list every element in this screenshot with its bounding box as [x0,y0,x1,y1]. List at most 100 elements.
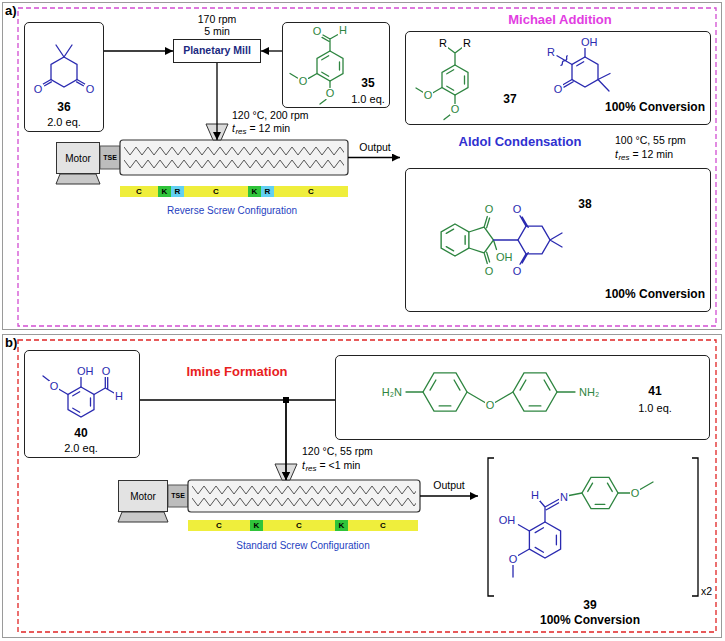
extruder-label: TSE [171,492,185,500]
flow-arrow [104,50,173,51]
screw-caption: Reverse Screw Configuration [167,205,297,216]
panel-dashed-border [18,8,716,326]
screw-element: K [335,520,348,531]
screw-element: R [171,186,184,197]
condition-note: x2 [701,586,712,598]
condition-note: t [232,123,235,135]
structure-38-indane [441,224,469,256]
atom-label: O [630,488,641,499]
condition-note: 120 °C, 200 rpm [232,110,309,122]
subscript-note: res [618,154,629,163]
atom-label: R [462,38,472,49]
screw-caption: Standard Screw Configuration [236,540,369,551]
atom-label: O [33,84,44,95]
compound-number: 41 [648,385,661,398]
subscript-note: res [305,465,316,474]
reagent-box: OHOOH402.0 eq. [24,350,140,458]
atom-label: O [485,400,496,411]
motor-box: Motor [118,480,168,512]
structure-35 [290,35,338,104]
atom-label: O [512,266,523,277]
screw-letter: C [380,522,386,530]
reagent-box: OHOO351.0 eq. [282,22,390,108]
screw-letter: C [216,522,222,530]
condition-note: 120 °C, 55 rpm [302,446,373,458]
motor-label: Motor [65,153,91,164]
structure-38-indane [441,217,496,264]
atom-label: O [85,84,96,95]
structure-38-dione [518,226,550,254]
structure-37-dione [572,57,598,87]
atom-label: OH [495,252,514,263]
structure-36 [51,57,77,87]
screw-letter: R [175,188,181,196]
structure-35 [317,51,343,81]
structure-35 [290,35,343,104]
condition-note: t [302,460,305,472]
structure-39-aryl [513,500,559,578]
structure-41 [423,373,467,411]
atom-label: NH₂ [578,387,600,398]
condition-note: = 12 min [250,123,291,135]
mill-name: Planetary Mill [183,45,251,57]
screw-element: C [184,186,248,197]
motor-box: Motor [56,142,100,174]
screw-element: C [263,520,335,531]
product-box: OO38OHOO100% Conversion [405,168,711,312]
atom-label: O [484,204,495,215]
atom-label: O [49,381,60,392]
structure-36 [43,45,85,86]
structure-39-aryl [529,522,560,558]
screw-letter: K [252,188,258,196]
condition-note: 5 min [204,26,230,38]
extruder-barrel: TSE [168,480,420,512]
atom-label: N [559,492,569,503]
atom-label: H [530,490,540,501]
reaction-title: Imine Formation [186,365,287,379]
flow-arrow [261,50,282,51]
screw-letter: C [136,188,142,196]
motor-label: Motor [130,491,156,502]
condition-note: Output [359,142,391,154]
structure-37-aryl [416,48,468,120]
structure-39-phenoxy [582,477,618,508]
screw-letter: C [213,188,219,196]
structure-40 [68,387,94,417]
condition-note: 170 rpm [198,14,237,26]
structure-40 [43,376,115,395]
atom-label: R [438,38,448,49]
structure-37-dione [561,56,567,66]
structure-37-aryl [442,65,468,95]
screw-letter: C [296,522,302,530]
atom-label: O [450,104,461,115]
panel-dashed-border [18,340,716,632]
atom-label: O [101,366,112,377]
extruder-label: TSE [103,154,117,162]
screw-letter: K [162,188,168,196]
atom-label: O [484,266,495,277]
compound-number: 37 [503,93,516,106]
compound-number: 36 [57,101,70,114]
compound-number: 40 [74,427,87,440]
panel-frame: b)OHOOH402.0 eq.H₂NONH₂411.0 eq.MotorTSE… [2,334,722,638]
atom-label: OH [498,515,517,526]
product-bracket [488,458,698,596]
compound-number: 100% Conversion [605,101,705,114]
product-bracket [488,458,494,596]
structure-41 [406,373,575,411]
atom-label: H [338,25,348,36]
reagent-box: H₂NONH₂411.0 eq. [335,355,710,440]
compound-number: 100% Conversion [540,614,640,627]
extruder-drawing [100,146,120,169]
screw-element: R [261,186,274,197]
connector-layer [104,51,335,480]
atom-label: O [298,76,309,87]
screw-letter: R [265,188,271,196]
output-arrow [348,158,478,497]
extruder-drawing [192,483,416,509]
panel-letter: a) [5,4,17,18]
atom-label: H [114,391,124,402]
extruder-drawing [118,512,168,522]
compound-number: 38 [578,198,591,211]
equivalents-note: 2.0 eq. [64,442,98,454]
